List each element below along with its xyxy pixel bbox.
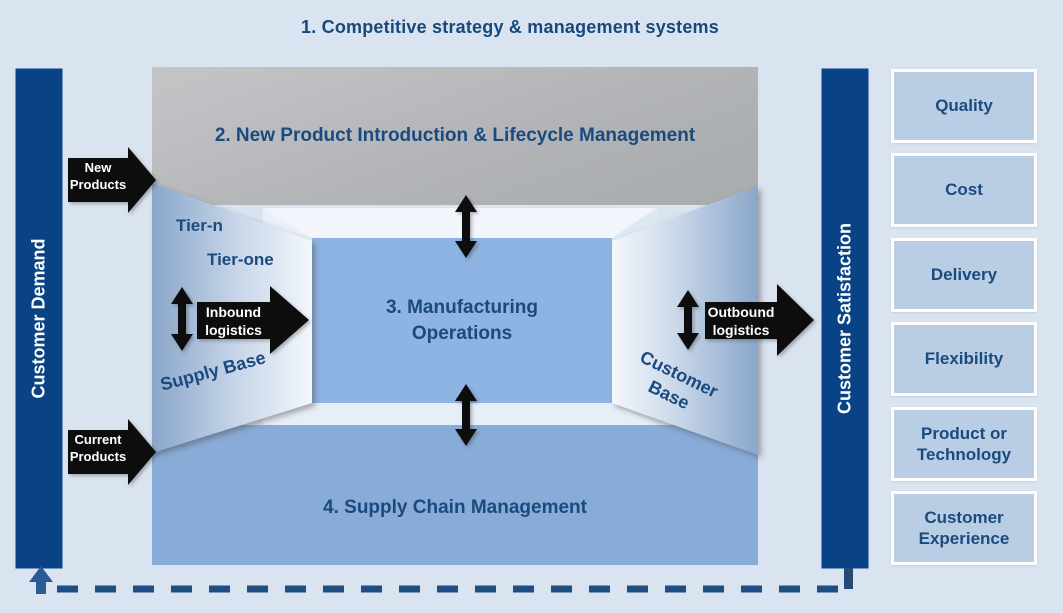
supply-chain-box <box>152 425 758 565</box>
criteria-box-cost: Cost <box>891 153 1037 227</box>
inbound-logistics-arrow-label: Inbound logistics <box>205 304 262 339</box>
customer-demand-bar: Customer Demand <box>15 68 62 568</box>
tier-one-label: Tier-one <box>207 250 274 269</box>
criteria-box-quality: Quality <box>891 69 1037 143</box>
feedback-stub <box>844 568 853 589</box>
criteria-label: Product or Technology <box>916 423 1012 464</box>
current-products-arrow-label: Current Products <box>69 432 127 464</box>
criteria-box-product-technology: Product or Technology <box>891 407 1037 481</box>
npi-lifecycle-label: 2. New Product Introduction & Lifecycle … <box>214 125 696 146</box>
outbound-logistics-arrow-label: Outbound logistics <box>707 304 775 339</box>
criteria-label: Cost <box>945 180 983 200</box>
npi-lifecycle-box: 2. New Product Introduction & Lifecycle … <box>152 67 758 205</box>
criteria-box-delivery: Delivery <box>891 238 1037 312</box>
criteria-label: Customer Experience <box>918 507 1010 548</box>
up-down-arrow-supply-side-icon <box>171 287 193 351</box>
criteria-label: Quality <box>935 96 993 116</box>
criteria-box-flexibility: Flexibility <box>891 322 1037 396</box>
supply-chain-label: 4. Supply Chain Management <box>323 497 587 518</box>
up-down-arrow-customer-side-icon <box>677 290 699 350</box>
customer-satisfaction-bar: Customer Satisfaction <box>821 68 868 568</box>
criteria-box-customer-experience: Customer Experience <box>891 491 1037 565</box>
customer-demand-label: Customer Demand <box>28 237 48 399</box>
criteria-label: Flexibility <box>924 349 1004 369</box>
page-title: 1. Competitive strategy & management sys… <box>301 17 719 37</box>
new-products-arrow-label: New Products <box>69 160 127 192</box>
feedback-up-arrowhead-icon <box>29 566 53 594</box>
manufacturing-box: 3. Manufacturing Operations <box>312 238 612 403</box>
customer-satisfaction-label: Customer Satisfaction <box>834 222 854 414</box>
manufacturing-label: 3. Manufacturing Operations <box>385 296 538 344</box>
tier-n-label: Tier-n <box>176 216 223 235</box>
supply-base-label: Supply Base <box>158 347 268 395</box>
criteria-label: Delivery <box>930 265 998 285</box>
